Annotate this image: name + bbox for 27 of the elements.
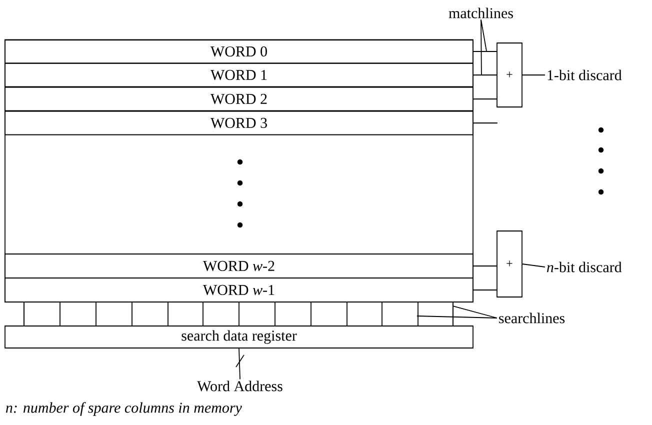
callout-label: matchlines (448, 8, 513, 18)
word-row: WORD w-1 (4, 278, 474, 302)
connector-line (473, 98, 497, 100)
leader-line (452, 306, 498, 318)
signal-label: Word Address (197, 380, 282, 392)
word-row: WORD w-2 (4, 254, 474, 278)
output-label: n-bit discard (547, 262, 622, 272)
leader-line (480, 19, 482, 76)
word-row: WORD 3 (4, 110, 474, 136)
leader-line (416, 316, 498, 318)
register-box: search data register (4, 326, 474, 348)
bus-line (236, 348, 244, 380)
connector-line (473, 122, 498, 124)
connector-line (522, 74, 546, 76)
word-row: WORD 2 (4, 86, 474, 112)
footnote-text: n: number of spare columns in memory (6, 402, 242, 416)
or-gate-box: + (496, 230, 522, 298)
word-row: WORD 1 (4, 62, 474, 88)
output-label: 1-bit discard (548, 70, 622, 80)
connector-line (473, 51, 497, 52)
connector-line (473, 74, 497, 76)
leader-line (480, 19, 487, 52)
callout-label: searchlines (499, 312, 565, 324)
searchline-drawing (24, 302, 454, 326)
or-gate-box: + (496, 42, 522, 108)
connector-line (522, 264, 546, 268)
word-row: WORD 0 (4, 39, 474, 64)
